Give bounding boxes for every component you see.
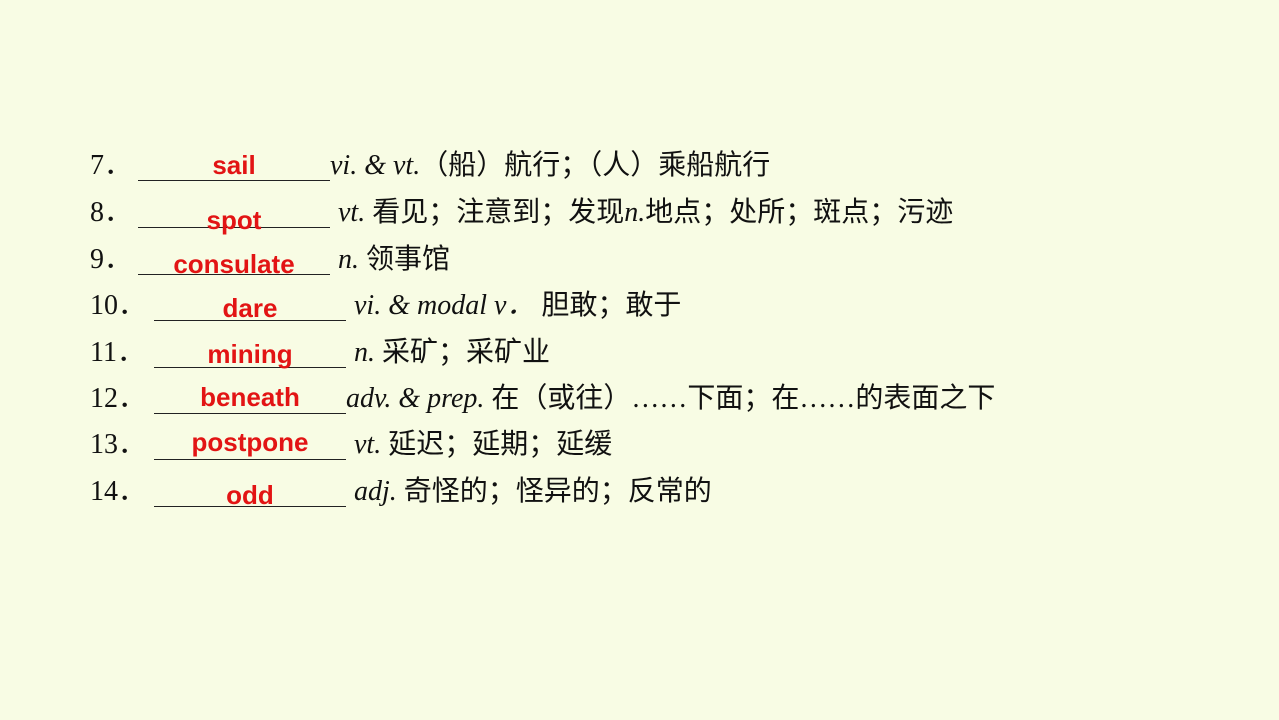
answer-blank: spot	[138, 193, 330, 235]
answer-word: mining	[207, 339, 293, 369]
answer-word: consulate	[173, 249, 295, 279]
definition: n. 采矿；采矿业	[354, 333, 550, 373]
answer-word: sail	[212, 150, 256, 180]
meaning: 在（或往）……下面；在……的表面之下	[491, 383, 996, 414]
meaning: 延迟；延期；延缓	[388, 429, 613, 460]
item-number: 13．	[90, 429, 147, 460]
part-of-speech: n.	[354, 337, 375, 368]
part-of-speech: vt.	[354, 429, 382, 460]
answer-word: dare	[222, 293, 278, 323]
meaning: （船）航行；（人）乘船航行	[420, 150, 771, 181]
definition: adj. 奇怪的；怪异的；反常的	[354, 472, 712, 512]
item-number: 9．	[90, 244, 133, 275]
definition: vi. & vt.（船）航行；（人）乘船航行	[330, 146, 770, 186]
part-of-speech: vi. & vt.	[330, 150, 421, 181]
answer-blank: beneath	[154, 379, 346, 414]
answer-word: spot	[206, 205, 262, 235]
item-number: 11．	[90, 337, 145, 368]
item-number: 12．	[90, 383, 147, 414]
answer-blank: postpone	[154, 425, 346, 460]
answer-blank: sail	[138, 146, 330, 181]
answer-blank: odd	[154, 472, 346, 510]
definition: vi. & modal v． 胆敢；敢于	[354, 286, 681, 326]
part-of-speech: vt.	[338, 197, 366, 228]
definition: vt. 延迟；延期；延缓	[354, 425, 612, 465]
meaning: 看见；注意到；发现	[372, 197, 625, 228]
meaning: 胆敢；敢于	[541, 290, 682, 321]
item-number: 7．	[90, 150, 133, 181]
answer-word: beneath	[200, 382, 300, 412]
definition: adv. & prep. 在（或往）……下面；在……的表面之下	[346, 379, 995, 419]
part-of-speech: n.	[338, 244, 359, 275]
definition: vt. 看见；注意到；发现n.地点；处所；斑点；污迹	[338, 193, 953, 233]
part-of-speech: adj.	[354, 476, 397, 507]
item-number: 14．	[90, 476, 147, 507]
part-of-speech: adv. & prep.	[346, 383, 485, 414]
definition: n. 领事馆	[338, 240, 450, 280]
answer-blank: consulate	[138, 240, 330, 279]
meaning: 奇怪的；怪异的；反常的	[403, 476, 712, 507]
part-of-speech: vi. & modal v．	[354, 290, 535, 321]
item-number: 10．	[90, 290, 147, 321]
part-of-speech-2: n.	[624, 197, 646, 228]
answer-blank: dare	[154, 286, 346, 323]
answer-word: odd	[226, 480, 274, 510]
meaning: 采矿；采矿业	[382, 337, 551, 368]
answer-word: postpone	[191, 427, 309, 457]
answer-blank: mining	[154, 333, 346, 369]
meaning-2: 地点；处所；斑点；污迹	[645, 197, 954, 228]
meaning: 领事馆	[366, 244, 451, 275]
item-number: 8．	[90, 197, 133, 228]
